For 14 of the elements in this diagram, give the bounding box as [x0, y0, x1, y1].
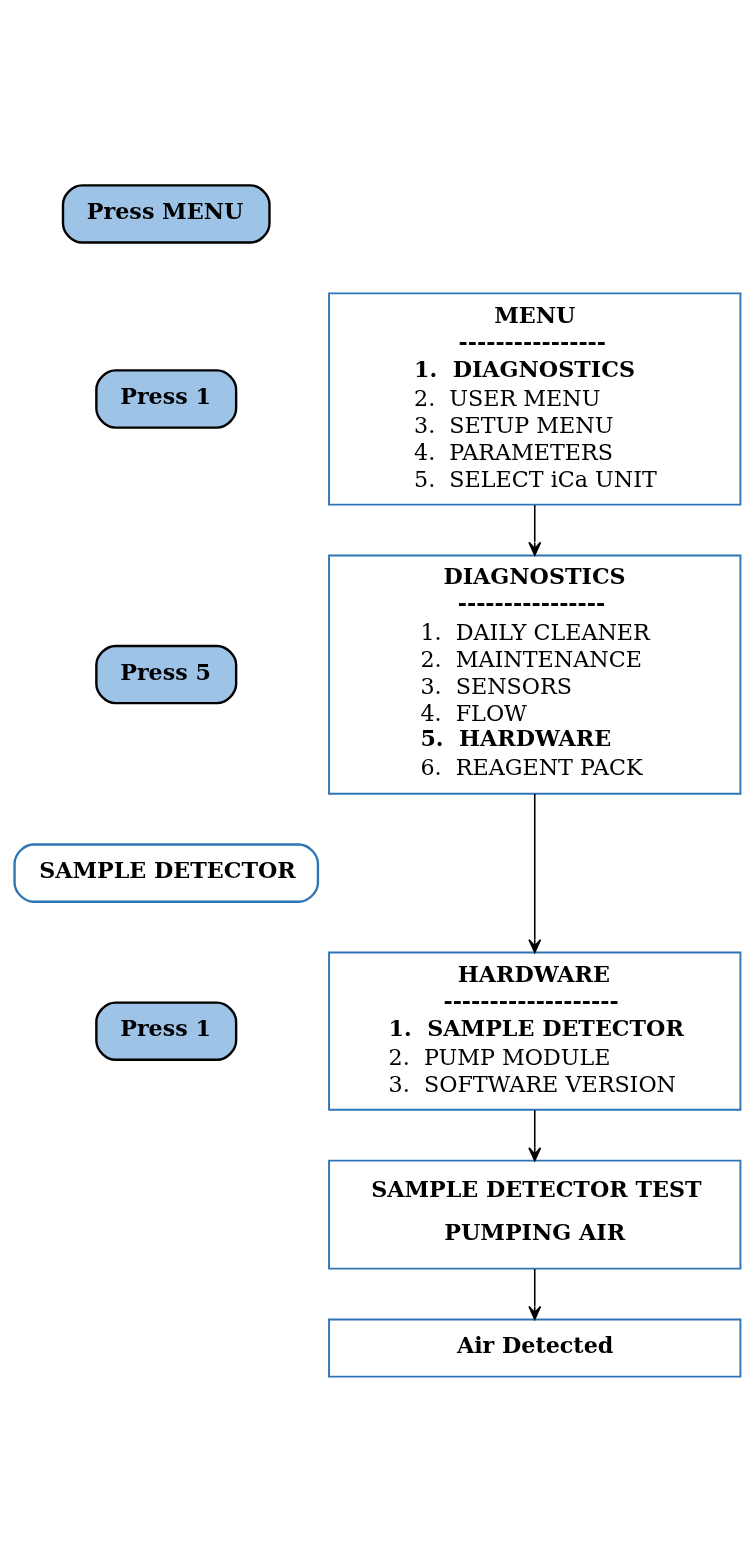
arrow	[528, 503, 542, 556]
node-box: Press 1	[95, 1000, 238, 1061]
node-box: DIAGNOSTICS ---------------- 1. DAILY CLEANER 2. MAINTENANCE 3. SENSORS 4. FLOW 5. HARDWARE 6. REAGENT PACK	[328, 554, 742, 795]
node-box: Press 1	[95, 368, 238, 429]
node-box: HARDWARE ------------------- 1. SAMPLE DETECTOR 2. PUMP MODULE 3. SOFTWARE VERSION	[328, 951, 742, 1111]
arrow	[528, 792, 542, 953]
arrow	[528, 1108, 542, 1161]
node-box: Air Detected	[328, 1318, 742, 1378]
node-box: SAMPLE DETECTOR TEST PUMPING AIR	[328, 1159, 742, 1270]
node-box: SAMPLE DETECTOR	[13, 842, 320, 903]
node-box: Press MENU	[61, 183, 271, 244]
arrow	[528, 1267, 542, 1320]
node-box: Press 5	[95, 644, 238, 704]
node-box: MENU ---------------- 1. DIAGNOSTICS 2. USER MENU 3. SETUP MENU 4. PARAMETERS 5. SELECT iCa UNIT	[328, 291, 742, 506]
